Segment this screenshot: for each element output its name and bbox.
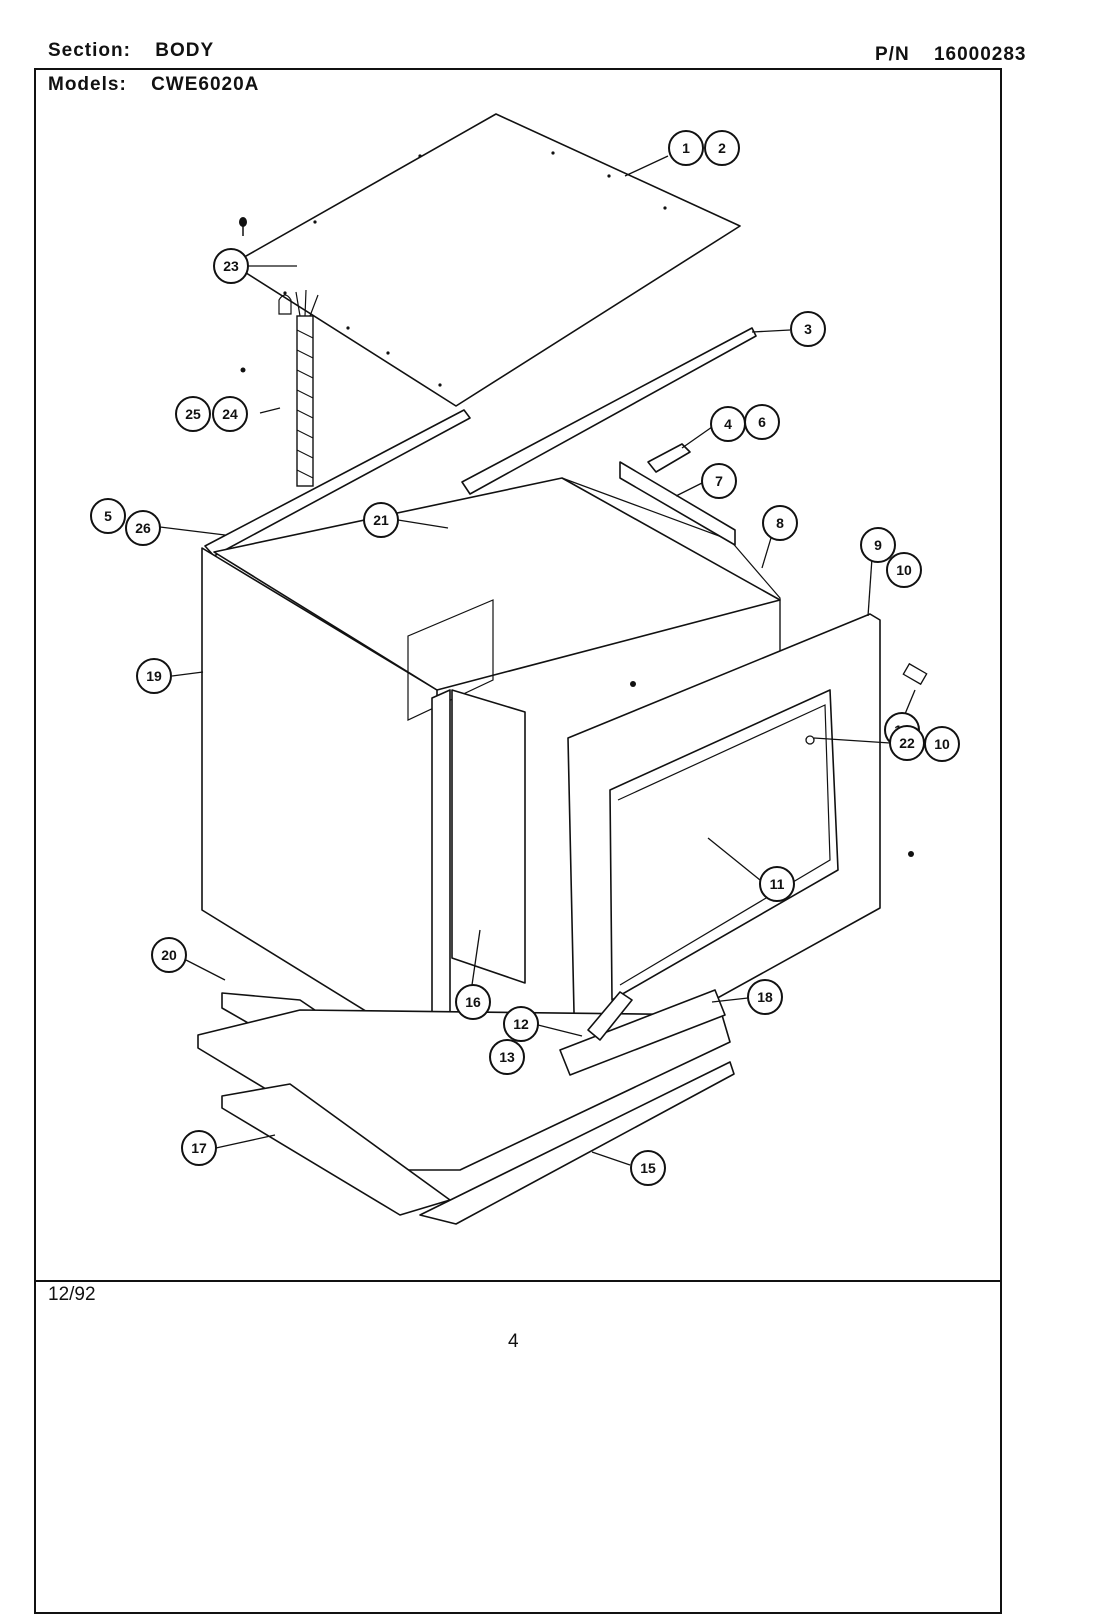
strain-relief-clip (278, 294, 292, 315)
section-label: Section: (48, 40, 131, 61)
svg-text:15: 15 (640, 1160, 656, 1176)
front-base-18 (559, 989, 726, 1076)
callout-5: 5 (90, 498, 126, 534)
callout-22: 22 (889, 725, 925, 761)
callout-16: 16 (455, 984, 491, 1020)
models-value: CWE6020A (151, 74, 260, 95)
svg-text:6: 6 (758, 414, 766, 430)
callout-4: 4 (710, 406, 746, 442)
rear-kick-17 (221, 1083, 451, 1216)
callout-9: 9 (860, 527, 896, 563)
pn-label: P/N (875, 44, 910, 65)
callout-6: 6 (744, 404, 780, 440)
small-screw-icon (240, 367, 246, 373)
callout-11: 11 (759, 866, 795, 902)
revision-date: 12/92 (48, 1284, 96, 1305)
switch-part (902, 662, 928, 686)
callout-24: 24 (212, 396, 248, 432)
callout-19: 19 (136, 658, 172, 694)
opening-inner-edge (617, 704, 831, 986)
svg-text:4: 4 (724, 416, 732, 432)
callout-7: 7 (701, 463, 737, 499)
svg-text:22: 22 (899, 735, 915, 751)
callout-18: 18 (747, 979, 783, 1015)
svg-text:10: 10 (934, 736, 950, 752)
svg-text:12: 12 (513, 1016, 529, 1032)
callout-10-lower: 10 (924, 726, 960, 762)
svg-text:11: 11 (770, 876, 785, 892)
rear-rail (461, 327, 757, 495)
hinge (587, 991, 633, 1041)
callout-12: 12 (503, 1006, 539, 1042)
pn-value: 16000283 (933, 44, 1027, 65)
svg-text:21: 21 (373, 512, 389, 528)
front-flange (431, 689, 451, 1061)
panel-screw (630, 681, 636, 687)
models-label: Models: (48, 74, 127, 95)
callout-15: 15 (630, 1150, 666, 1186)
page-number: 4 (508, 1331, 519, 1352)
clip-22 (805, 735, 815, 745)
svg-text:9: 9 (874, 537, 882, 553)
svg-text:20: 20 (161, 947, 177, 963)
callout-23: 23 (213, 248, 249, 284)
top-panel (231, 113, 741, 407)
svg-text:17: 17 (191, 1140, 207, 1156)
svg-text:5: 5 (104, 508, 112, 524)
part-number-header: P/N 16000283 (875, 44, 1027, 66)
svg-text:25: 25 (185, 406, 201, 422)
bracket (647, 443, 691, 473)
svg-text:23: 23 (223, 258, 239, 274)
inner-panel-16 (451, 689, 526, 984)
svg-text:3: 3 (804, 321, 812, 337)
rear-opening (407, 599, 494, 721)
footer-divider (34, 1280, 1002, 1282)
svg-text:13: 13 (499, 1049, 515, 1065)
svg-text:18: 18 (757, 989, 773, 1005)
wire-harness (295, 289, 319, 487)
bottom-rail-15 (419, 1061, 735, 1225)
top-screw-icon (239, 217, 247, 236)
callout-25: 25 (175, 396, 211, 432)
svg-text:7: 7 (715, 473, 723, 489)
callouts: 1 2 3 4 6 5 26 7 8 9 10 19 21 23 24 25 1… (90, 130, 960, 1186)
section-header: Section: BODY (48, 40, 214, 62)
svg-text:16: 16 (465, 994, 481, 1010)
svg-text:10: 10 (896, 562, 912, 578)
svg-text:26: 26 (135, 520, 151, 536)
callout-8: 8 (762, 505, 798, 541)
section-value: BODY (155, 40, 215, 61)
callout-26: 26 (125, 510, 161, 546)
callout-10-top: 10 (886, 552, 922, 588)
exploded-view-diagram: 1 2 3 4 6 5 26 7 8 9 10 19 21 23 24 25 1… (90, 113, 960, 1225)
front-frame-opening (609, 689, 839, 1001)
svg-text:2: 2 (718, 140, 726, 156)
callout-2: 2 (704, 130, 740, 166)
svg-text:24: 24 (222, 406, 238, 422)
callout-3: 3 (790, 311, 826, 347)
models-header: Models: CWE6020A (48, 74, 259, 96)
callout-17: 17 (181, 1130, 217, 1166)
callout-1: 1 (668, 130, 704, 166)
callout-20: 20 (151, 937, 187, 973)
callout-13: 13 (489, 1039, 525, 1075)
callout-21: 21 (363, 502, 399, 538)
top-panel-screw-holes (283, 151, 667, 387)
svg-text:1: 1 (682, 140, 690, 156)
side-rail-7 (619, 461, 736, 546)
loose-screw (908, 851, 914, 857)
leader-lines (159, 155, 916, 1166)
svg-text:8: 8 (776, 515, 784, 531)
svg-text:19: 19 (146, 668, 162, 684)
